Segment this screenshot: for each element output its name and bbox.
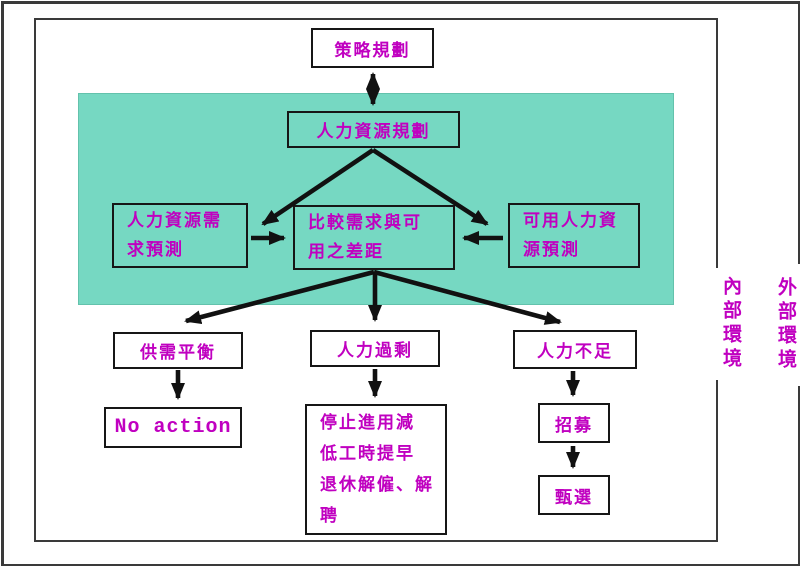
hr-demand-forecast-line1: 人力資源需 (127, 210, 222, 231)
recruitment-label: 招募 (555, 415, 593, 436)
supply-demand-balance-box: 供需平衡 (113, 332, 243, 369)
recruitment-box: 招募 (538, 403, 610, 443)
external-environment-label: 外部環境 (768, 264, 800, 386)
reduction-measures-line1: 停止進用減 (320, 412, 415, 433)
no-action-label: No action (114, 416, 232, 439)
hr-planning-box: 人力資源規劃 (287, 111, 460, 148)
reduction-measures-line2: 低工時提早 (320, 443, 415, 464)
labor-shortage-label: 人力不足 (537, 342, 613, 362)
available-hr-forecast-line2: 源預測 (523, 239, 580, 260)
no-action-box: No action (104, 407, 242, 448)
hr-planning-label: 人力資源規劃 (316, 122, 431, 142)
supply-demand-balance-label: 供需平衡 (140, 343, 216, 363)
strategic-planning-label: 策略規劃 (334, 40, 411, 61)
selection-label: 甄選 (555, 487, 593, 508)
hr-demand-forecast-line2: 求預測 (127, 239, 184, 260)
reduction-measures-line4: 聘 (320, 505, 339, 526)
labor-shortage-box: 人力不足 (513, 330, 637, 369)
selection-box: 甄選 (538, 475, 610, 515)
compare-gap-line2: 用之差距 (308, 241, 384, 262)
hr-demand-forecast-box: 人力資源需 求預測 (112, 203, 248, 268)
reduction-measures-box: 停止進用減 低工時提早 退休解僱、解 聘 (305, 404, 447, 535)
available-hr-forecast-line1: 可用人力資 (523, 210, 618, 231)
reduction-measures-line3: 退休解僱、解 (320, 474, 434, 495)
available-hr-forecast-box: 可用人力資 源預測 (508, 203, 640, 268)
labor-surplus-box: 人力過剩 (310, 330, 440, 367)
compare-gap-box: 比較需求與可 用之差距 (293, 205, 455, 270)
strategic-planning-box: 策略規劃 (311, 28, 434, 68)
labor-surplus-label: 人力過剩 (337, 341, 413, 361)
compare-gap-line1: 比較需求與可 (308, 212, 422, 233)
internal-environment-label: 內部環境 (711, 268, 745, 380)
